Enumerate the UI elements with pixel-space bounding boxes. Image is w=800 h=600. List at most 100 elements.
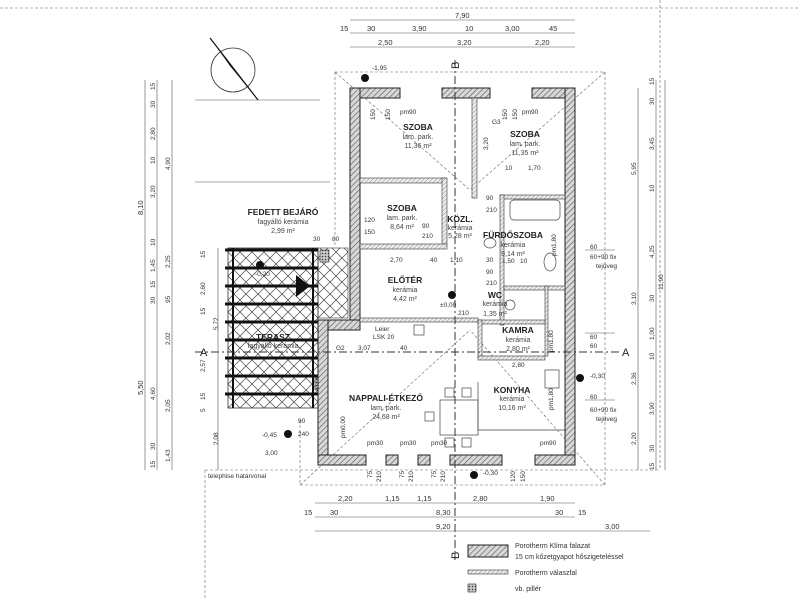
room-name: SZOBA <box>387 203 417 213</box>
room-floor: kerámia <box>393 287 418 294</box>
dimension-label: G3 <box>492 119 501 126</box>
level-value: -0,30 <box>590 373 605 380</box>
boundary-label: telephise határvonal <box>208 473 267 480</box>
dimension-label: 80 <box>332 236 340 243</box>
chimney <box>413 324 425 336</box>
dimension-label: 2,80 <box>512 362 525 369</box>
dimension-label: 60+90 fix <box>590 254 617 261</box>
dimension-label: 30 <box>367 24 375 33</box>
room-name: FÜRDŐSZOBA <box>483 229 543 240</box>
dimension-label: 90 <box>422 223 430 230</box>
dimension-label: 4,25 <box>649 245 656 258</box>
room-name: KÖZL. <box>447 214 473 224</box>
dimension-label: pm90 <box>540 440 557 447</box>
dimension-label: 1,00 <box>649 327 656 340</box>
room-floor: lam. park. <box>510 141 541 148</box>
dimension-label: 30 <box>150 442 157 450</box>
room-floor: kerámia <box>448 225 473 232</box>
dimension-label: 60 <box>590 244 598 251</box>
stove <box>544 369 560 389</box>
dimension-label: 5,50 <box>136 380 145 395</box>
dimension-label: 75 <box>431 470 438 478</box>
dimension-label: 150 <box>385 109 392 120</box>
dimension-label: 15 <box>578 508 586 517</box>
dimension-label: 1,15 <box>385 494 400 503</box>
dimensions-bottom: 2,20 1,15 1,15 2,80 1,90 15 30 8,30 30 1… <box>304 470 650 532</box>
north-arrow-icon <box>209 37 259 101</box>
room-area: 5,28 m² <box>448 233 472 240</box>
dimension-label: 75 <box>367 470 374 478</box>
dimension-label: 150 <box>520 471 527 482</box>
dimension-label: 2,57 <box>200 359 207 372</box>
dimension-label: pm30 <box>367 440 384 447</box>
dimension-label: 10 <box>150 156 157 164</box>
dimension-label: 3,20 <box>483 137 490 150</box>
dimension-label: 15 <box>340 24 348 33</box>
room-area: 11,36 m² <box>404 143 432 150</box>
terrace-pergola: TERASZ fagyálló kerámia <box>225 247 349 409</box>
dimension-label: 2,20 <box>338 494 353 503</box>
dimension-label: 10 <box>649 352 656 360</box>
section-a-left: A <box>200 347 208 359</box>
dimension-label: pm1,80 <box>548 330 555 352</box>
dimension-label: 3,00 <box>265 450 278 457</box>
dimension-label: 75 <box>399 470 406 478</box>
room-floor: kerámia <box>483 301 508 308</box>
dimension-label: 3,45 <box>649 137 656 150</box>
dimension-label: 2,20 <box>535 38 550 47</box>
dimension-label: 5,72 <box>213 317 220 330</box>
dimension-label: 1,43 <box>165 449 172 462</box>
dimension-label: 3,20 <box>150 185 157 198</box>
dimension-label: 210 <box>408 471 415 482</box>
dimension-label: 15 <box>150 82 157 90</box>
dimension-label: LSK 20 <box>373 334 395 341</box>
level-value: -0,45 <box>262 432 277 439</box>
dimension-label: 210 <box>440 471 447 482</box>
dimension-label: 40 <box>430 257 438 264</box>
dimension-label: 10 <box>150 238 157 246</box>
room-name: TERASZ <box>256 332 290 342</box>
dimension-label: 3,00 <box>605 522 620 531</box>
dimension-label: 30 <box>649 294 656 302</box>
dimension-label: 9,20 <box>436 522 451 531</box>
dimension-label: pm1,80 <box>551 234 558 256</box>
legend-label: Porotherm Klíma falazat <box>515 543 590 550</box>
dimension-label: 3,20 <box>457 38 472 47</box>
room-area: 4,42 m² <box>393 296 417 303</box>
room-labels: SZOBA lam. park. 11,36 m² SZOBA lam. par… <box>248 122 543 421</box>
level-value: -0,20 <box>255 271 270 278</box>
dimension-label: 1,90 <box>540 494 555 503</box>
legend-exterior-wall-swatch <box>467 544 509 558</box>
dimension-label: 8,30 <box>436 508 451 517</box>
section-a-right: A <box>622 347 630 359</box>
pillar <box>319 249 330 263</box>
dimension-label: 15 <box>649 462 656 470</box>
dimension-label: pm30 <box>431 440 448 447</box>
dimension-label: 30 <box>486 257 494 264</box>
dimension-label: pm90 <box>522 109 539 116</box>
dimension-label: 60 <box>590 343 598 350</box>
dimension-label: 90 <box>486 195 494 202</box>
legend-label: 15 cm kőzetgyapot hőszigeteléssel <box>515 554 624 561</box>
dimension-label: 2,80 <box>473 494 488 503</box>
room-floor: fagyálló kerámia <box>248 343 299 350</box>
dimensions-left: 8,10 5,50 15 30 2,80 10 3,20 10 1,45 15 … <box>136 80 219 470</box>
dimension-label: 210 <box>422 233 433 240</box>
dimension-label: 5,95 <box>631 162 638 175</box>
level-value: ±0,00 <box>440 302 457 309</box>
dimension-label: 60+90 fix <box>590 407 617 414</box>
dimension-label: 15 <box>200 392 207 400</box>
room-floor: kerámia <box>506 337 531 344</box>
dimension-label: 90 <box>486 269 494 276</box>
dimension-label: pm30 <box>400 440 417 447</box>
dimension-label: 240 <box>298 431 309 438</box>
dimension-label: 1,50 <box>502 258 515 265</box>
dimension-label: 2,60 <box>200 282 207 295</box>
dimension-label: 120 <box>510 471 517 482</box>
dimension-label: 60 <box>590 394 598 401</box>
room-area: 2,80 m² <box>506 346 530 353</box>
dimension-label: 5 <box>200 408 207 412</box>
dimension-label: 60 <box>590 334 598 341</box>
bathtub <box>509 199 561 221</box>
